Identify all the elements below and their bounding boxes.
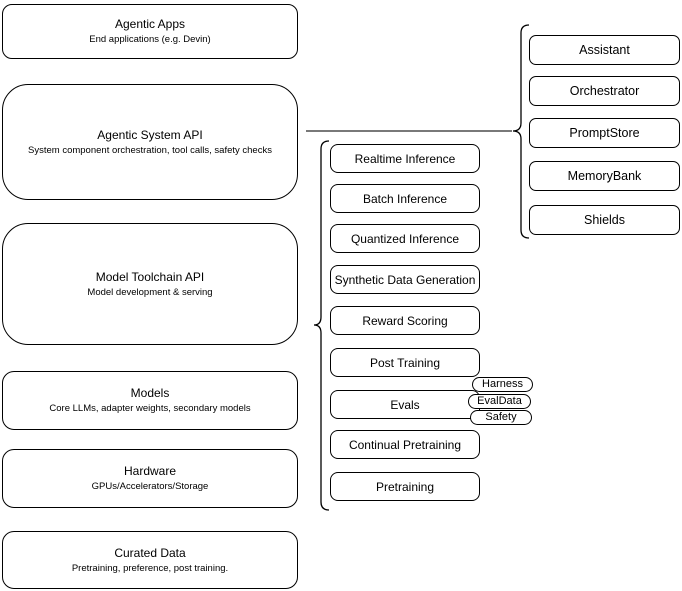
pill-label: Safety (485, 411, 517, 423)
pill-harness: Harness (472, 377, 533, 392)
node-label: Synthetic Data Generation (334, 272, 476, 287)
node-title: Agentic Apps (114, 17, 186, 31)
node-label: Evals (390, 397, 420, 412)
node-label: Assistant (579, 43, 630, 57)
node-subtitle: GPUs/Accelerators/Storage (91, 481, 209, 492)
node-label: PromptStore (569, 126, 640, 140)
node-label: Reward Scoring (362, 313, 448, 328)
node-continual-pretraining: Continual Pretraining (330, 430, 480, 459)
node-title: Curated Data (114, 545, 186, 560)
node-agentic-system-api: Agentic System API System component orch… (2, 84, 298, 200)
node-memorybank: MemoryBank (529, 161, 680, 191)
node-label: Quantized Inference (350, 231, 460, 246)
node-reward-scoring: Reward Scoring (330, 306, 480, 335)
node-label: Orchestrator (569, 84, 640, 98)
node-pretraining: Pretraining (330, 472, 480, 501)
node-model-toolchain-api: Model Toolchain API Model development & … (2, 223, 298, 345)
node-label: Continual Pretraining (348, 437, 462, 452)
node-models: Models Core LLMs, adapter weights, secon… (2, 371, 298, 430)
node-subtitle: Core LLMs, adapter weights, secondary mo… (49, 403, 251, 414)
node-shields: Shields (529, 205, 680, 235)
node-batch-inference: Batch Inference (330, 184, 480, 213)
node-curated-data: Curated Data Pretraining, preference, po… (2, 531, 298, 589)
node-assistant: Assistant (529, 35, 680, 65)
node-title: Models (130, 386, 170, 400)
node-synthetic-data-generation: Synthetic Data Generation (330, 265, 480, 294)
node-evals: Evals (330, 390, 480, 419)
node-title: Hardware (123, 464, 177, 478)
node-subtitle: Pretraining, preference, post training. (71, 562, 229, 574)
node-agentic-apps: Agentic Apps End applications (e.g. Devi… (2, 4, 298, 59)
node-subtitle: Model development & serving (87, 286, 213, 298)
node-label: Batch Inference (362, 191, 448, 206)
pill-label: EvalData (477, 395, 522, 407)
node-subtitle: End applications (e.g. Devin) (89, 34, 211, 45)
curly-brace-toolchain (313, 140, 330, 511)
node-label: Shields (584, 213, 625, 227)
node-hardware: Hardware GPUs/Accelerators/Storage (2, 449, 298, 508)
pill-label: Harness (482, 378, 523, 390)
node-title: Model Toolchain API (95, 269, 205, 284)
curly-brace-agentic-components (512, 24, 530, 239)
pill-safety: Safety (470, 410, 532, 425)
node-title: Agentic System API (97, 127, 203, 142)
node-label: Post Training (369, 355, 441, 370)
node-label: MemoryBank (567, 169, 642, 183)
node-label: Realtime Inference (354, 151, 456, 166)
node-subtitle: System component orchestration, tool cal… (28, 144, 272, 156)
node-label: Pretraining (375, 479, 435, 494)
node-quantized-inference: Quantized Inference (330, 224, 480, 253)
node-promptstore: PromptStore (529, 118, 680, 148)
pill-evaldata: EvalData (468, 394, 531, 409)
node-realtime-inference: Realtime Inference (330, 144, 480, 173)
node-post-training: Post Training (330, 348, 480, 377)
node-orchestrator: Orchestrator (529, 76, 680, 106)
